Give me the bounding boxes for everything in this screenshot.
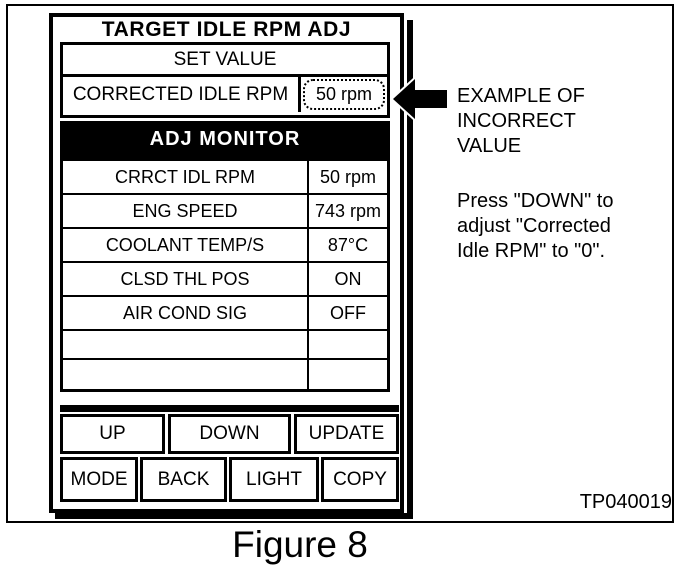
monitor-row: CRRCT IDL RPM 50 rpm [63,161,387,195]
monitor-row-label: ENG SPEED [63,195,309,227]
light-button[interactable]: LIGHT [229,457,319,502]
set-value-header: SET VALUE [63,45,387,77]
monitor-row-value: 50 rpm [319,166,377,187]
screen-title: TARGET IDLE RPM ADJ [101,18,352,41]
set-value-table: SET VALUE CORRECTED IDLE RPM 50 rpm [60,42,390,118]
set-value-row-label: CORRECTED IDLE RPM [63,77,301,112]
set-value-row-value-cell: 50 rpm [301,77,387,112]
button-row-1: UP DOWN UPDATE [60,414,399,454]
incorrect-value-highlight: 50 rpm [303,79,385,110]
monitor-row-value: OFF [330,302,366,323]
monitor-row-value: 87°C [327,234,369,255]
button-area-divider [60,405,399,412]
adj-monitor-header: ADJ MONITOR [60,121,390,158]
monitor-row-value: 743 rpm [314,200,382,221]
monitor-row-label: COOLANT TEMP/S [63,229,309,261]
screen-shadow-right [407,20,413,518]
screen-shadow-bottom [55,513,413,519]
button-row-2: MODE BACK LIGHT COPY [60,457,399,502]
monitor-row-label [63,331,309,358]
set-value-row: CORRECTED IDLE RPM 50 rpm [63,77,387,112]
monitor-row: CLSD THL POS ON [63,263,387,297]
instruction-text: Press "DOWN" to adjust "Corrected Idle R… [457,190,614,262]
incorrect-value-label: EXAMPLE OF INCORRECT VALUE [457,85,585,157]
update-button[interactable]: UPDATE [294,414,399,454]
monitor-row: AIR COND SIG OFF [63,297,387,331]
monitor-row-label: AIR COND SIG [63,297,309,329]
monitor-row-value [309,360,387,389]
down-button[interactable]: DOWN [168,414,291,454]
copy-button[interactable]: COPY [321,457,399,502]
monitor-row-label: CRRCT IDL RPM [63,161,309,193]
monitor-row-value [309,331,387,358]
monitor-row-label: CLSD THL POS [63,263,309,295]
monitor-row: COOLANT TEMP/S 87°C [63,229,387,263]
back-button[interactable]: BACK [140,457,227,502]
adj-monitor-table: CRRCT IDL RPM 50 rpm ENG SPEED 743 rpm C… [60,158,390,392]
left-arrow-icon [391,77,449,121]
mode-button[interactable]: MODE [60,457,138,502]
photo-id: TP040019 [579,491,672,513]
monitor-row-empty [63,331,387,360]
monitor-row: ENG SPEED 743 rpm [63,195,387,229]
up-button[interactable]: UP [60,414,165,454]
monitor-row-empty [63,360,387,389]
monitor-row-label [63,360,309,389]
figure-caption: Figure 8 [232,524,368,565]
monitor-row-value: ON [334,268,362,289]
